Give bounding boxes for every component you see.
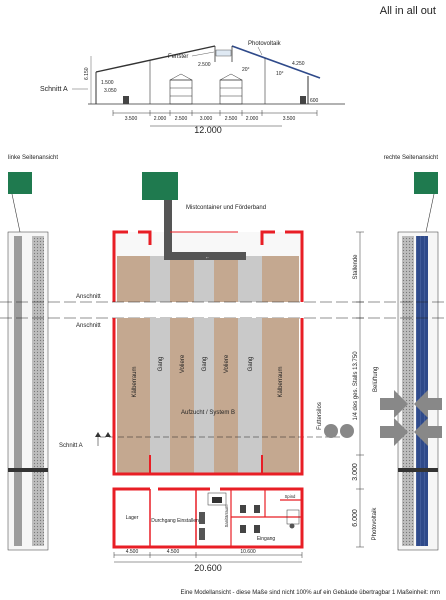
cut-label-upper: Anschnitt [76, 294, 101, 300]
system-label: Aufzucht / System B [181, 410, 235, 416]
zone-label: Kälberraum [278, 366, 284, 397]
section-marker: Schnitt A [59, 443, 83, 449]
dim-small: 2.500 [198, 62, 211, 68]
zone-label: Voliere [224, 354, 230, 373]
zone-label: Gang [248, 357, 254, 372]
pv-plan-label: Photovoltaik [372, 507, 378, 541]
page-title: All in all out [380, 5, 436, 17]
room-label: Spind [285, 494, 296, 499]
aviary-right-icon [219, 73, 243, 105]
right-side-view [397, 172, 439, 551]
manure-container-icon [142, 172, 178, 200]
right-dim: 6.000 [352, 509, 359, 527]
ventilation-label: Belüftung [373, 367, 379, 392]
room-label: Eingang [257, 536, 276, 542]
right-dim: Stallende [353, 254, 359, 280]
aviary-left-icon [169, 73, 193, 105]
dim-small: 4.250 [292, 61, 305, 67]
left-side-view [7, 172, 49, 551]
feed-silo-icon [324, 424, 338, 438]
dim-small: 20° [242, 67, 250, 73]
floor-plan: Mistcontainer und Förderband ← Anschnitt… [0, 172, 446, 573]
room-label: Sanitärraum [224, 504, 229, 527]
room-label: Lager [126, 515, 139, 521]
zone-label: Gang [202, 357, 208, 372]
ventilation-arrows [380, 390, 442, 446]
section-dim: 2.500 [175, 116, 188, 122]
zone-label: Gang [158, 357, 164, 372]
section-dim: 2.000 [246, 116, 259, 122]
right-dim: 1/4 des ges. Stalls 13.750 [353, 351, 359, 421]
section-total-width: 12.000 [194, 125, 222, 135]
dim-small: 1.500 [101, 80, 114, 86]
plan-main-segment [100, 318, 340, 476]
dim-small: 600 [310, 98, 319, 104]
section-dim: 3.000 [200, 116, 213, 122]
silos-label: Futtersilos [317, 402, 323, 430]
plan-bottom-dim: 4.500 [126, 549, 139, 555]
plan-upper-segment: ← [112, 230, 304, 302]
section-dim: 2.000 [154, 116, 167, 122]
room-label: Durchgang Einstallen [151, 518, 199, 524]
section-dim: 2.500 [225, 116, 238, 122]
plan-bottom-dim: 4.500 [167, 549, 180, 555]
section-name: Schnitt A [40, 86, 68, 93]
cut-label-lower: Anschnitt [76, 323, 101, 329]
zone-label: Kälberraum [132, 366, 138, 397]
plan-total-width: 20.600 [194, 563, 222, 573]
feed-silo-icon [340, 424, 354, 438]
window-label: Fenster [168, 54, 188, 60]
zone-label: Voliere [180, 354, 186, 373]
dim-small: 3.050 [104, 88, 117, 94]
plan-bottom-dim: 10.600 [240, 549, 256, 555]
pv-label: Photovoltaik [248, 41, 282, 47]
dim-small: 10° [276, 71, 284, 77]
right-dim: 3.000 [352, 463, 359, 481]
section-dim: 3.500 [283, 116, 296, 122]
service-building [112, 487, 304, 549]
manure-label: Mistcontainer und Förderband [186, 205, 266, 211]
svg-text:←: ← [205, 255, 210, 261]
left-side-view-label: linke Seitenansicht [8, 155, 58, 161]
section-a: Fenster Photovoltaik Schnitt A 2.500 4.2… [40, 41, 345, 135]
footer-note: Eine Modellansicht - diese Maße sind nic… [181, 590, 440, 596]
section-dim: 3.500 [125, 116, 138, 122]
dim-small: 6.150 [84, 67, 90, 80]
right-side-view-label: rechte Seitenansicht [384, 155, 439, 161]
